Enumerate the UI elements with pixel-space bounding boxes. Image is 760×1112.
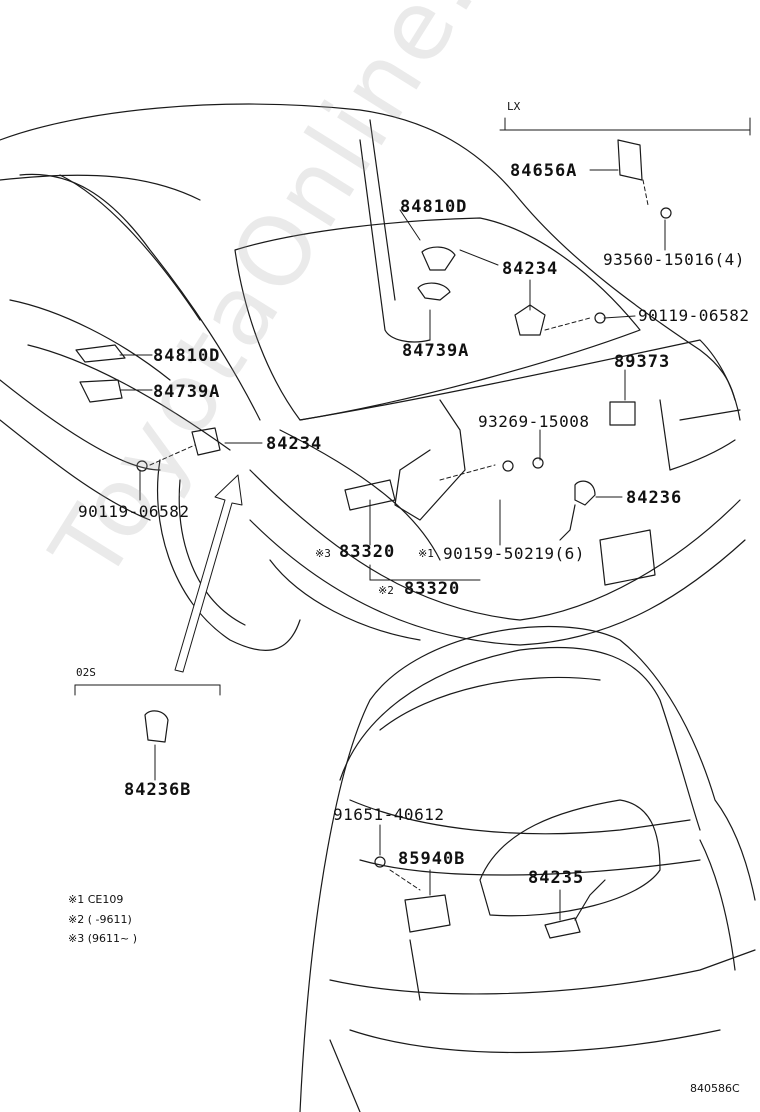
- figure-id: 840586C: [690, 1082, 740, 1095]
- footnote-1: ※1 CE109: [68, 893, 124, 906]
- part-label-90119-top[interactable]: 90119-06582: [638, 306, 750, 325]
- group-label-lx: LX: [507, 100, 521, 113]
- back-door-switch: [544, 917, 581, 939]
- door-switch: [514, 304, 546, 336]
- part-shapes: [75, 139, 672, 939]
- license-lamp-lens: [617, 139, 643, 181]
- part-label-84236b[interactable]: 84236B: [124, 780, 192, 800]
- switch-02s: [144, 710, 169, 743]
- part-label-84739a-left[interactable]: 84739A: [153, 382, 221, 402]
- part-label-93560[interactable]: 93560-15016(4): [603, 250, 745, 269]
- part-label-90119-left[interactable]: 90119-06582: [78, 502, 190, 521]
- footnote-3: ※3 (9611~ ): [68, 932, 138, 945]
- part-label-83320-a[interactable]: 83320: [339, 542, 396, 562]
- switch-cover-left: [75, 344, 126, 363]
- control-unit: [404, 894, 451, 933]
- wagon-body: [299, 625, 756, 1112]
- part-label-84739a-top[interactable]: 84739A: [402, 341, 470, 361]
- sedan-body: [0, 103, 746, 651]
- leader-lines: [74, 117, 751, 921]
- part-label-83320-b[interactable]: 83320: [404, 579, 461, 599]
- note-mark-1: ※1: [418, 547, 434, 560]
- part-label-84234-left[interactable]: 84234: [266, 434, 323, 454]
- part-label-84236[interactable]: 84236: [626, 488, 683, 508]
- group-label-02s: 02S: [76, 666, 96, 679]
- part-label-85940b[interactable]: 85940B: [398, 849, 466, 869]
- relay: [609, 401, 636, 426]
- door-switch-left: [191, 427, 221, 456]
- part-label-84234-top[interactable]: 84234: [502, 259, 559, 279]
- switch-cover: [421, 246, 456, 271]
- part-label-84656a[interactable]: 84656A: [510, 161, 578, 181]
- screw: [660, 207, 672, 219]
- note-mark-2: ※2: [378, 584, 394, 597]
- part-label-91651[interactable]: 91651-40612: [333, 805, 445, 824]
- part-label-84810d-top[interactable]: 84810D: [400, 197, 468, 217]
- note-mark-3: ※3: [315, 547, 331, 560]
- license-lamp: [344, 479, 396, 511]
- footnote-2: ※2 ( -9611): [68, 913, 132, 926]
- part-label-84810d-left[interactable]: 84810D: [153, 346, 221, 366]
- part-label-90159[interactable]: 90159-50219(6): [443, 544, 585, 563]
- part-label-89373[interactable]: 89373: [614, 352, 671, 372]
- switch-boot-left: [79, 379, 123, 403]
- switch-boot: [417, 282, 451, 301]
- part-label-84235[interactable]: 84235: [528, 868, 585, 888]
- part-label-93269[interactable]: 93269-15008: [478, 412, 590, 431]
- courtesy-switch: [574, 480, 596, 506]
